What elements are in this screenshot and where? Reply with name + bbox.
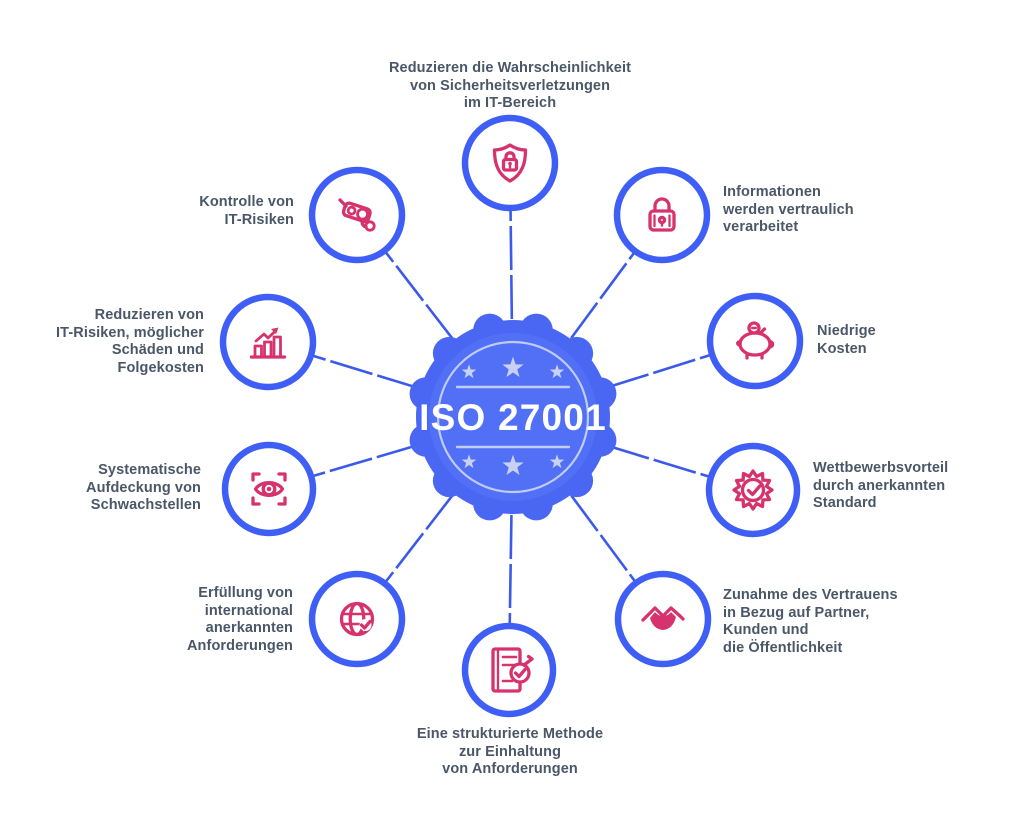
eye-scan-icon <box>251 472 287 506</box>
node-circle-low-costs <box>706 292 804 390</box>
node-circle-international-reqs <box>308 570 406 668</box>
white-dash-mark <box>281 156 338 160</box>
handshake-icon <box>641 606 685 630</box>
label-competitive-advantage: Wettbewerbsvorteil durch anerkannten Sta… <box>813 460 949 512</box>
chart-growth-icon <box>249 327 287 359</box>
piggy-bank-icon <box>736 321 775 360</box>
label-risk-control: Kontrolle von IT-Risiken <box>199 194 294 228</box>
label-trust-increase: Zunahme des Vertrauens in Bezug auf Part… <box>723 587 898 657</box>
node-circle-competitive-advantage <box>705 442 801 538</box>
certified-seal-icon <box>732 469 774 511</box>
shield-lock-icon <box>492 143 528 183</box>
globe-check-icon <box>339 601 375 637</box>
label-low-costs: Niedrige Kosten <box>817 323 876 357</box>
clipboard-check-icon <box>491 647 534 693</box>
label-reduce-probability: Reduzieren die Wahrscheinlichkeit von Si… <box>388 60 632 112</box>
label-confidential-info: Informationen werden vertraulich verarbe… <box>723 184 854 236</box>
badge-title: ISO 27001 <box>419 397 607 438</box>
node-circle-structured-method <box>461 622 557 718</box>
iso-badge: ISO 27001 <box>409 313 617 521</box>
label-reduce-risks: Reduzieren von IT-Risiken, möglicher Sch… <box>56 307 204 377</box>
label-international-reqs: Erfüllung von international anerkannten … <box>186 585 293 655</box>
label-weakness-detection: Systematische Aufdeckung von Schwachstel… <box>86 462 201 514</box>
cctv-camera-icon <box>338 198 376 232</box>
label-structured-method: Eine strukturierte Methode zur Einhaltun… <box>416 726 604 778</box>
node-rings <box>219 114 804 718</box>
node-circle-confidential-info <box>613 166 711 264</box>
padlock-icon <box>648 197 676 232</box>
badge-rules <box>455 385 571 449</box>
badge-ring <box>436 340 590 494</box>
